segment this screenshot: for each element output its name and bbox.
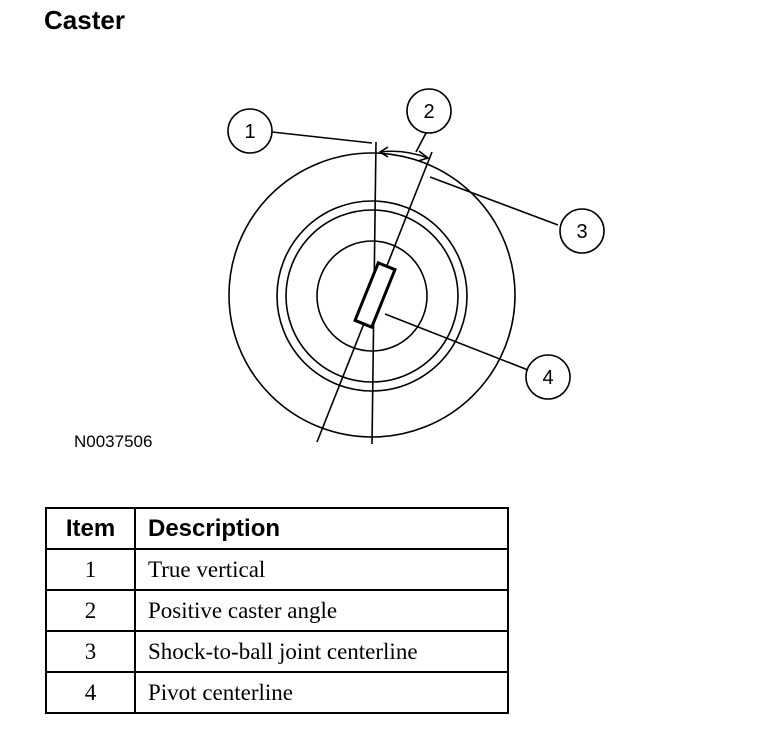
callout-2-number: 2 xyxy=(423,101,434,123)
table-row: 1 True vertical xyxy=(45,548,509,591)
legend-item-description: Pivot centerline xyxy=(134,671,509,714)
callout-4: 4 xyxy=(525,354,571,400)
wheel-hub-ring xyxy=(316,240,428,352)
legend-item-number: 3 xyxy=(45,630,136,673)
legend-item-number: 4 xyxy=(45,671,136,714)
callout-4-number: 4 xyxy=(542,367,553,389)
leader-line-3 xyxy=(429,176,559,226)
caster-diagram: 1 2 3 4 N0037506 xyxy=(74,88,605,451)
legend-item-number: 1 xyxy=(45,548,136,591)
callout-3-number: 3 xyxy=(576,221,587,243)
caster-angle-arc xyxy=(379,150,429,159)
legend-header-item: Item xyxy=(45,507,136,550)
leader-line-2 xyxy=(415,132,427,153)
wheel-rim-inner-ring xyxy=(285,209,459,383)
leader-line-4 xyxy=(384,313,529,371)
page-title: Caster xyxy=(44,5,125,35)
ball-joint-block xyxy=(353,260,397,330)
callout-3: 3 xyxy=(559,208,605,254)
callout-1-number: 1 xyxy=(244,121,255,143)
callout-1-circle xyxy=(227,108,273,154)
legend-table: Item Description 1 True vertical 2 Posit… xyxy=(45,507,509,714)
legend-item-description: Positive caster angle xyxy=(134,589,509,632)
caster-angle-arrowhead-left xyxy=(379,146,389,158)
legend-header-description: Description xyxy=(134,507,509,550)
table-row: 2 Positive caster angle xyxy=(45,589,509,632)
callout-2: 2 xyxy=(406,88,452,134)
legend-header-row: Item Description xyxy=(45,507,509,550)
leader-line-1 xyxy=(271,131,373,144)
callout-3-circle xyxy=(559,208,605,254)
callout-4-circle xyxy=(525,354,571,400)
callout-2-circle xyxy=(406,88,452,134)
figure-code: N0037506 xyxy=(74,432,152,451)
table-row: 4 Pivot centerline xyxy=(45,671,509,714)
caster-angle-arrowhead-right xyxy=(417,150,429,162)
legend-item-description: Shock-to-ball joint centerline xyxy=(134,630,509,673)
legend-item-number: 2 xyxy=(45,589,136,632)
callout-1: 1 xyxy=(227,108,273,154)
legend-item-description: True vertical xyxy=(134,548,509,591)
table-row: 3 Shock-to-ball joint centerline xyxy=(45,630,509,673)
